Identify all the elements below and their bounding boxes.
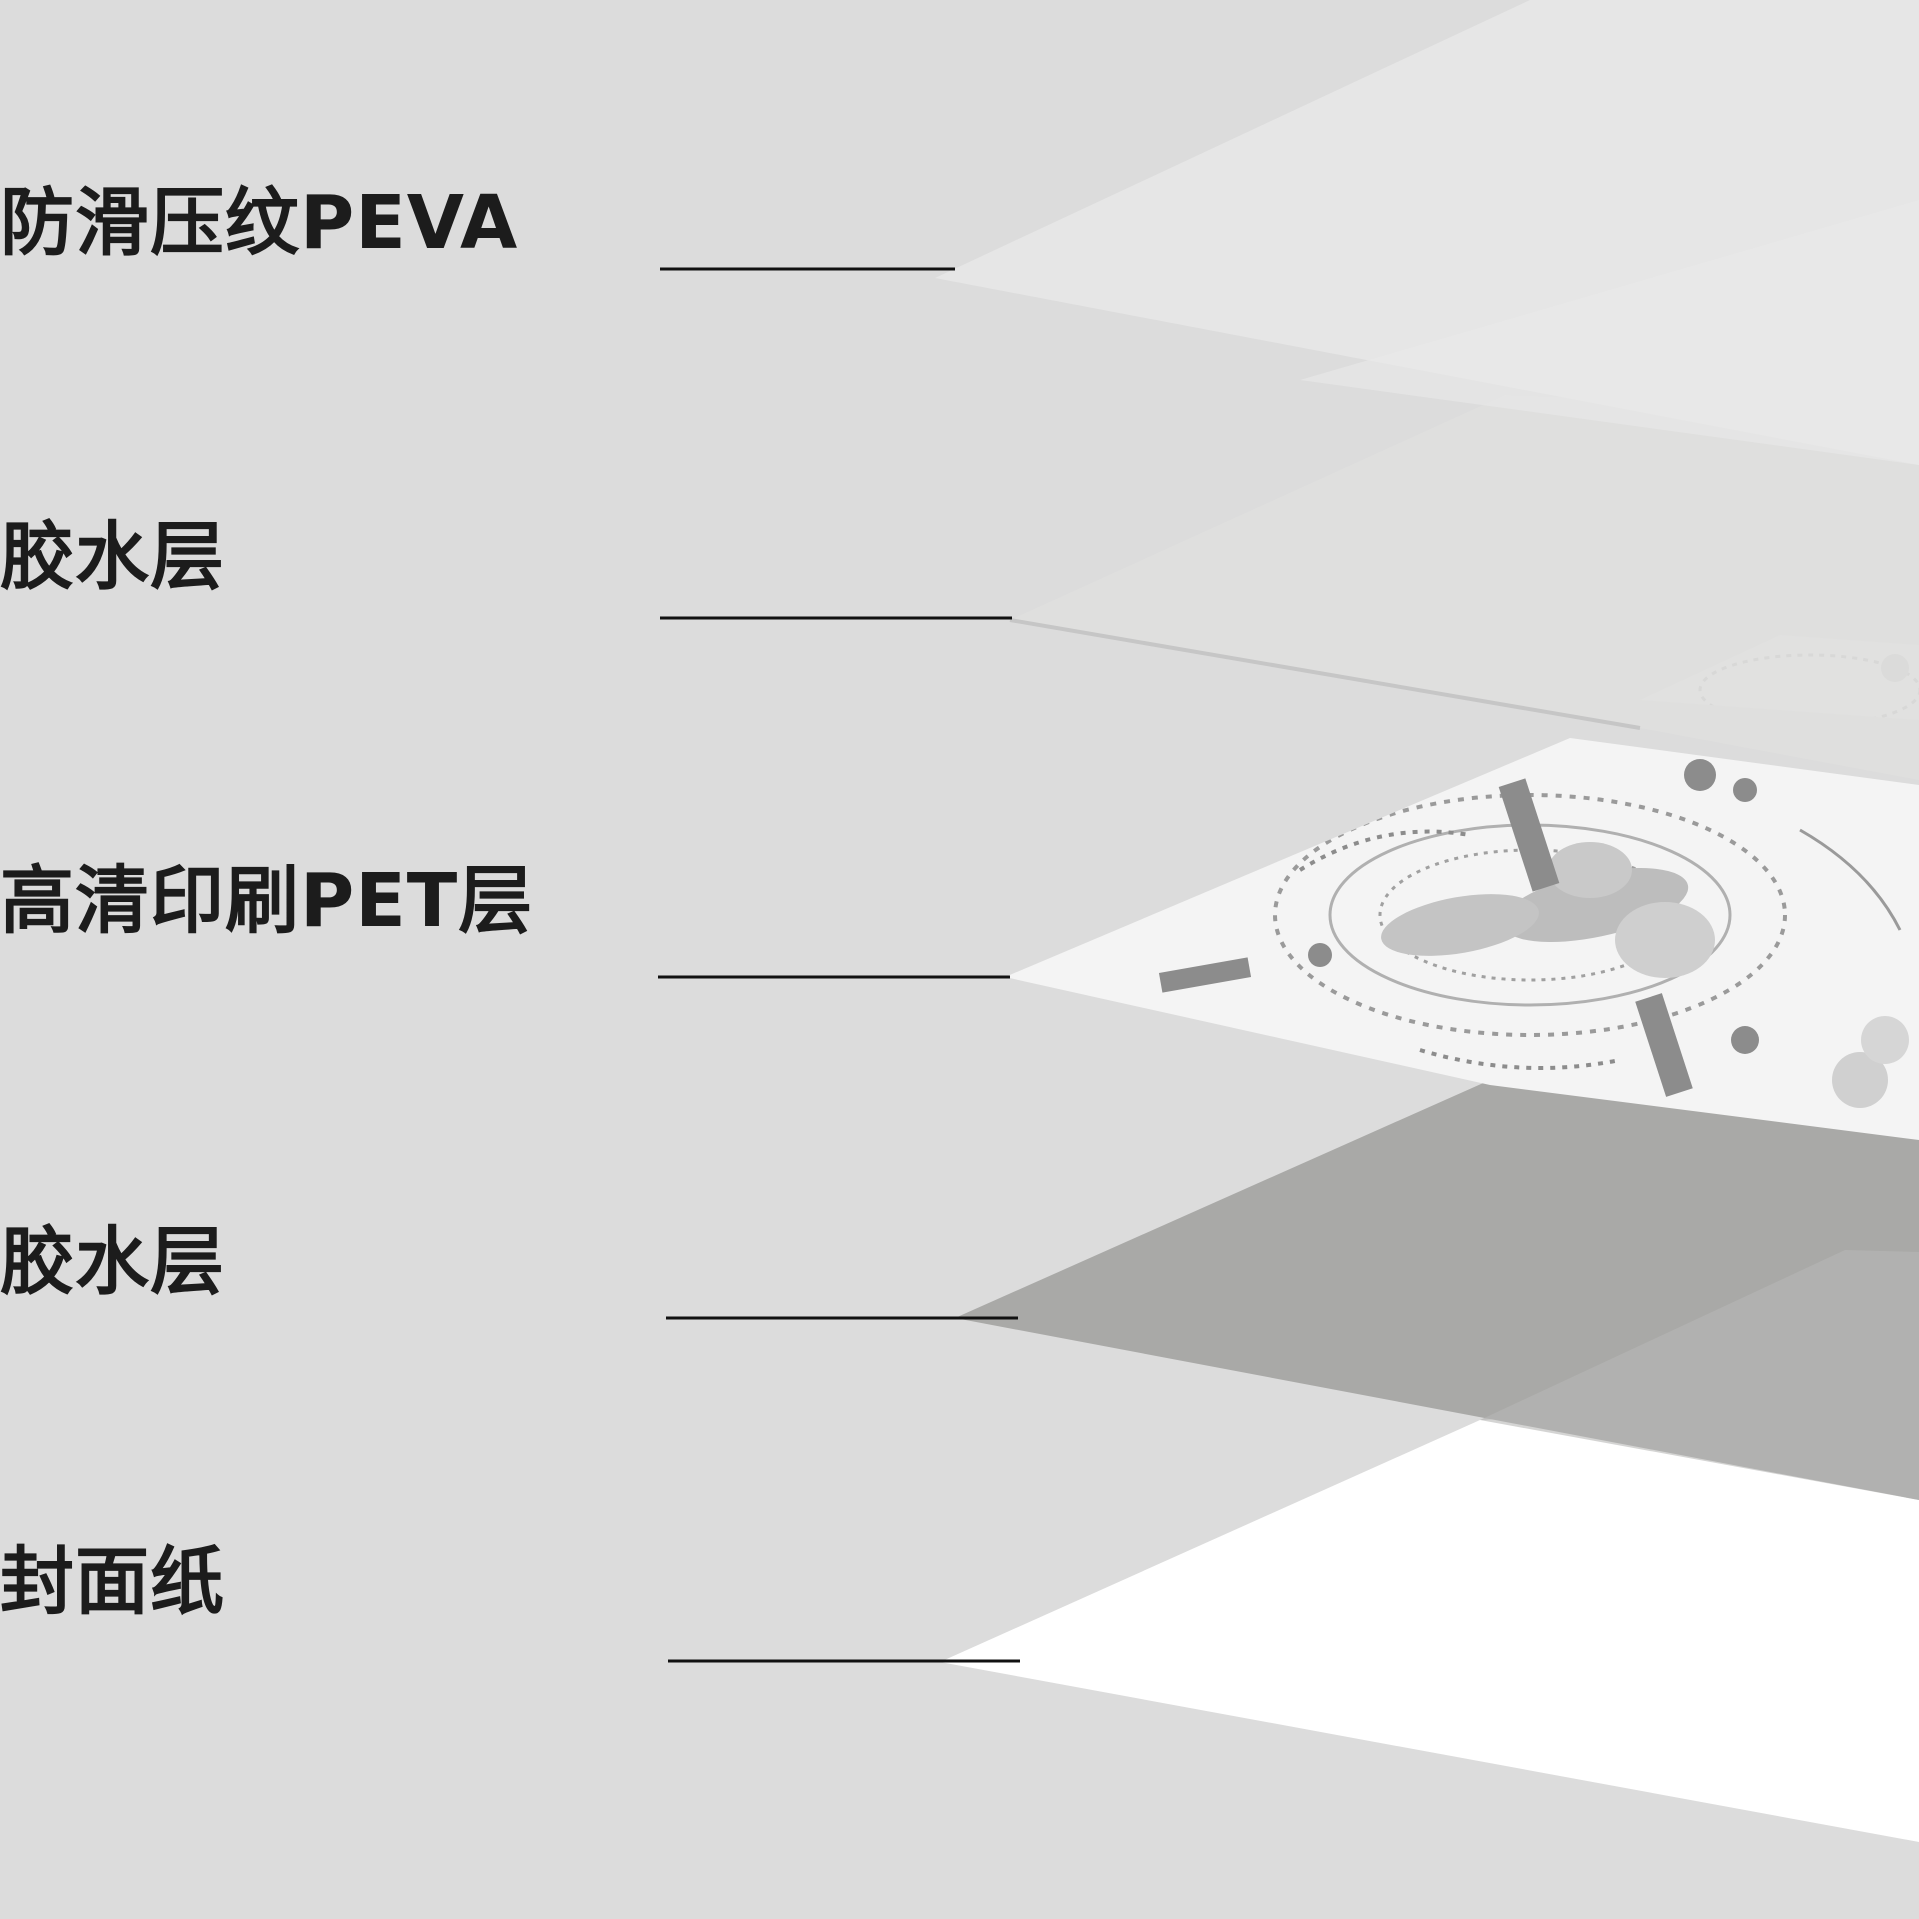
label-cover-paper: 封面纸 bbox=[0, 1539, 225, 1625]
glue-bottom-lower-tone bbox=[1480, 1250, 1919, 1500]
label-glue-bottom: 胶水层 bbox=[0, 1219, 225, 1305]
glue-top-sheet bbox=[1010, 395, 1919, 780]
peva-sheet-highlight bbox=[1300, 200, 1919, 465]
label-peva: 防滑压纹PEVA bbox=[0, 180, 519, 266]
label-pet-print: 高清印刷PET层 bbox=[0, 858, 534, 944]
pet-tile-pattern bbox=[1158, 759, 1909, 1108]
cover-paper-sheet bbox=[940, 1395, 1919, 1842]
pet-print-sheet bbox=[1005, 635, 1919, 1140]
glue-top-edge bbox=[1009, 618, 1641, 730]
label-glue-top: 胶水层 bbox=[0, 514, 225, 600]
